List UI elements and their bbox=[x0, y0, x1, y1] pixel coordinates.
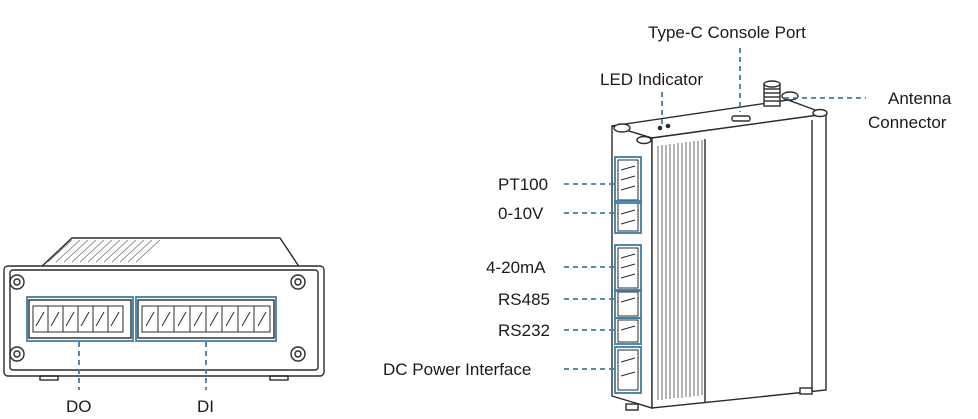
heatsink-fins bbox=[657, 140, 703, 400]
rs485-label: RS485 bbox=[498, 290, 550, 309]
antenna-connector bbox=[763, 80, 781, 107]
iso-callouts bbox=[564, 48, 866, 394]
rs232-label: RS232 bbox=[498, 321, 550, 340]
front-callouts bbox=[26, 296, 277, 390]
ma420-label: 4-20mA bbox=[486, 258, 546, 277]
v010-label: 0-10V bbox=[498, 204, 544, 223]
di-label: DI bbox=[197, 397, 214, 416]
connector-label: Connector bbox=[868, 113, 947, 132]
iso-view-device bbox=[611, 80, 828, 411]
top-hatching bbox=[47, 239, 161, 263]
front-screws bbox=[9, 274, 306, 362]
do-terminal-block bbox=[28, 299, 132, 339]
type-c-console-port-label: Type-C Console Port bbox=[648, 23, 806, 42]
dc-power-interface-label: DC Power Interface bbox=[383, 360, 532, 379]
di-terminal-block bbox=[137, 299, 275, 339]
antenna-label: Antenna bbox=[888, 89, 952, 108]
led-indicator-label: LED Indicator bbox=[600, 70, 703, 89]
do-label: DO bbox=[66, 397, 92, 416]
pt100-label: PT100 bbox=[498, 175, 549, 194]
iso-terminal-blocks bbox=[617, 159, 639, 391]
front-view-device bbox=[3, 237, 325, 381]
